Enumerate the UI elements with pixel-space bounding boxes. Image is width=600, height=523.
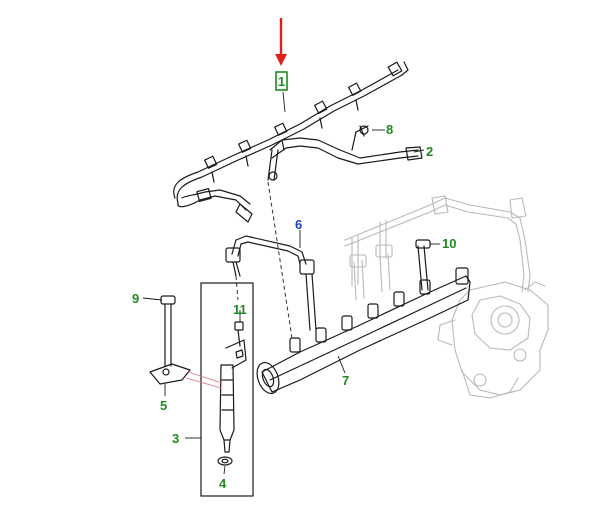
callout-5[interactable]: 5 bbox=[160, 398, 167, 413]
callout-1[interactable]: 1 bbox=[278, 74, 285, 89]
leak-off-pipe-harness bbox=[173, 61, 423, 223]
callout-2[interactable]: 2 bbox=[426, 144, 433, 159]
callout-1-highlighted[interactable]: 1 bbox=[275, 71, 288, 91]
clamp-fitment-leaders bbox=[185, 371, 223, 389]
red-pointer-arrow bbox=[275, 18, 287, 66]
callout-4[interactable]: 4 bbox=[219, 476, 227, 491]
alignment-guides bbox=[235, 181, 293, 339]
callout-10[interactable]: 10 bbox=[442, 236, 456, 251]
callout-leaders bbox=[142, 91, 440, 475]
callout-labels: 2 3 4 5 6 7 8 9 10 11 bbox=[132, 122, 456, 491]
callout-9[interactable]: 9 bbox=[132, 291, 139, 306]
fuel-rail bbox=[256, 239, 471, 395]
callout-3[interactable]: 3 bbox=[172, 431, 179, 446]
callout-8[interactable]: 8 bbox=[386, 122, 393, 137]
high-pressure-pipe bbox=[225, 235, 317, 331]
injector-assembly bbox=[149, 282, 254, 497]
pink-leader-upper bbox=[187, 371, 223, 384]
pink-leader-lower bbox=[185, 377, 222, 389]
callout-7[interactable]: 7 bbox=[342, 373, 349, 388]
callout-6[interactable]: 6 bbox=[295, 217, 302, 232]
callout-11[interactable]: 11 bbox=[233, 302, 247, 317]
ghost-high-pressure-pump bbox=[344, 195, 549, 399]
